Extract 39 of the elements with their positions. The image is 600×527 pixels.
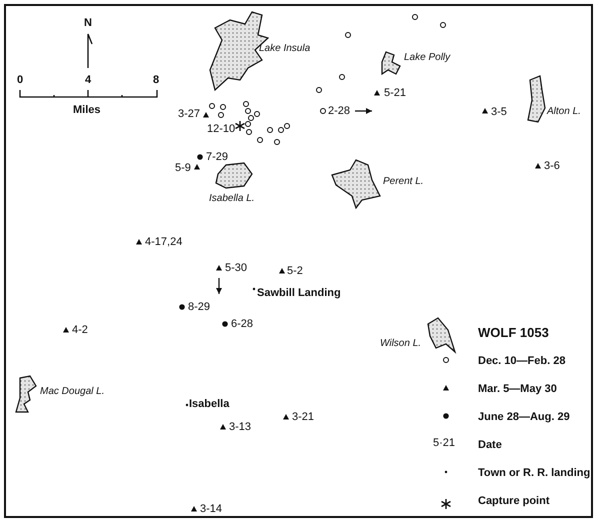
date-label: 2-28 <box>328 105 350 117</box>
place-name: Isabella <box>189 398 230 410</box>
lake-name: Alton L. <box>547 106 581 118</box>
date-label: 3-6 <box>544 160 560 172</box>
date-label: 4-17,24 <box>145 236 182 248</box>
date-label: 3-21 <box>292 411 314 423</box>
date-label: 5-2 <box>287 265 303 277</box>
lake-name: Lake Polly <box>404 52 450 64</box>
date-label: 7-29 <box>206 151 228 163</box>
legend-text: Mar. 5—May 30 <box>478 383 557 396</box>
date-label: 4-2 <box>72 324 88 336</box>
date-label: 5-21 <box>384 87 406 99</box>
scale-number: 0 <box>17 74 24 86</box>
legend-sample-date: 5·21 <box>433 437 456 449</box>
lake-name: Lake Insula <box>259 43 310 55</box>
lake-name: Isabella L. <box>209 193 255 205</box>
legend-text: June 28—Aug. 29 <box>478 411 570 424</box>
legend-text: Dec. 10—Feb. 28 <box>478 355 566 368</box>
date-label: 5-30 <box>225 262 248 274</box>
legend-text: Date <box>478 439 502 452</box>
place-name: Sawbill Landing <box>257 287 341 299</box>
date-label: 3-14 <box>200 503 222 515</box>
lake-name: Wilson L. <box>380 338 422 350</box>
lake-name: Mac Dougal L. <box>40 386 104 398</box>
scale-number: 8 <box>153 74 160 86</box>
legend-title: WOLF 1053 <box>478 326 549 339</box>
date-label: 3-13 <box>229 421 252 433</box>
lake-name: Perent L. <box>383 176 424 188</box>
date-label: 6-28 <box>231 318 254 330</box>
date-label: 8-29 <box>188 301 210 313</box>
north-label: N <box>84 17 92 29</box>
scale-unit: Miles <box>73 104 101 116</box>
legend-text: Town or R. R. landing <box>478 467 590 480</box>
date-label: 12-10 <box>207 123 236 135</box>
date-label: 3-5 <box>491 106 507 118</box>
date-label: 3-27 <box>178 108 200 120</box>
date-label: 5-9 <box>175 162 191 174</box>
scale-number: 4 <box>85 74 92 86</box>
legend-text: Capture point <box>478 495 550 508</box>
